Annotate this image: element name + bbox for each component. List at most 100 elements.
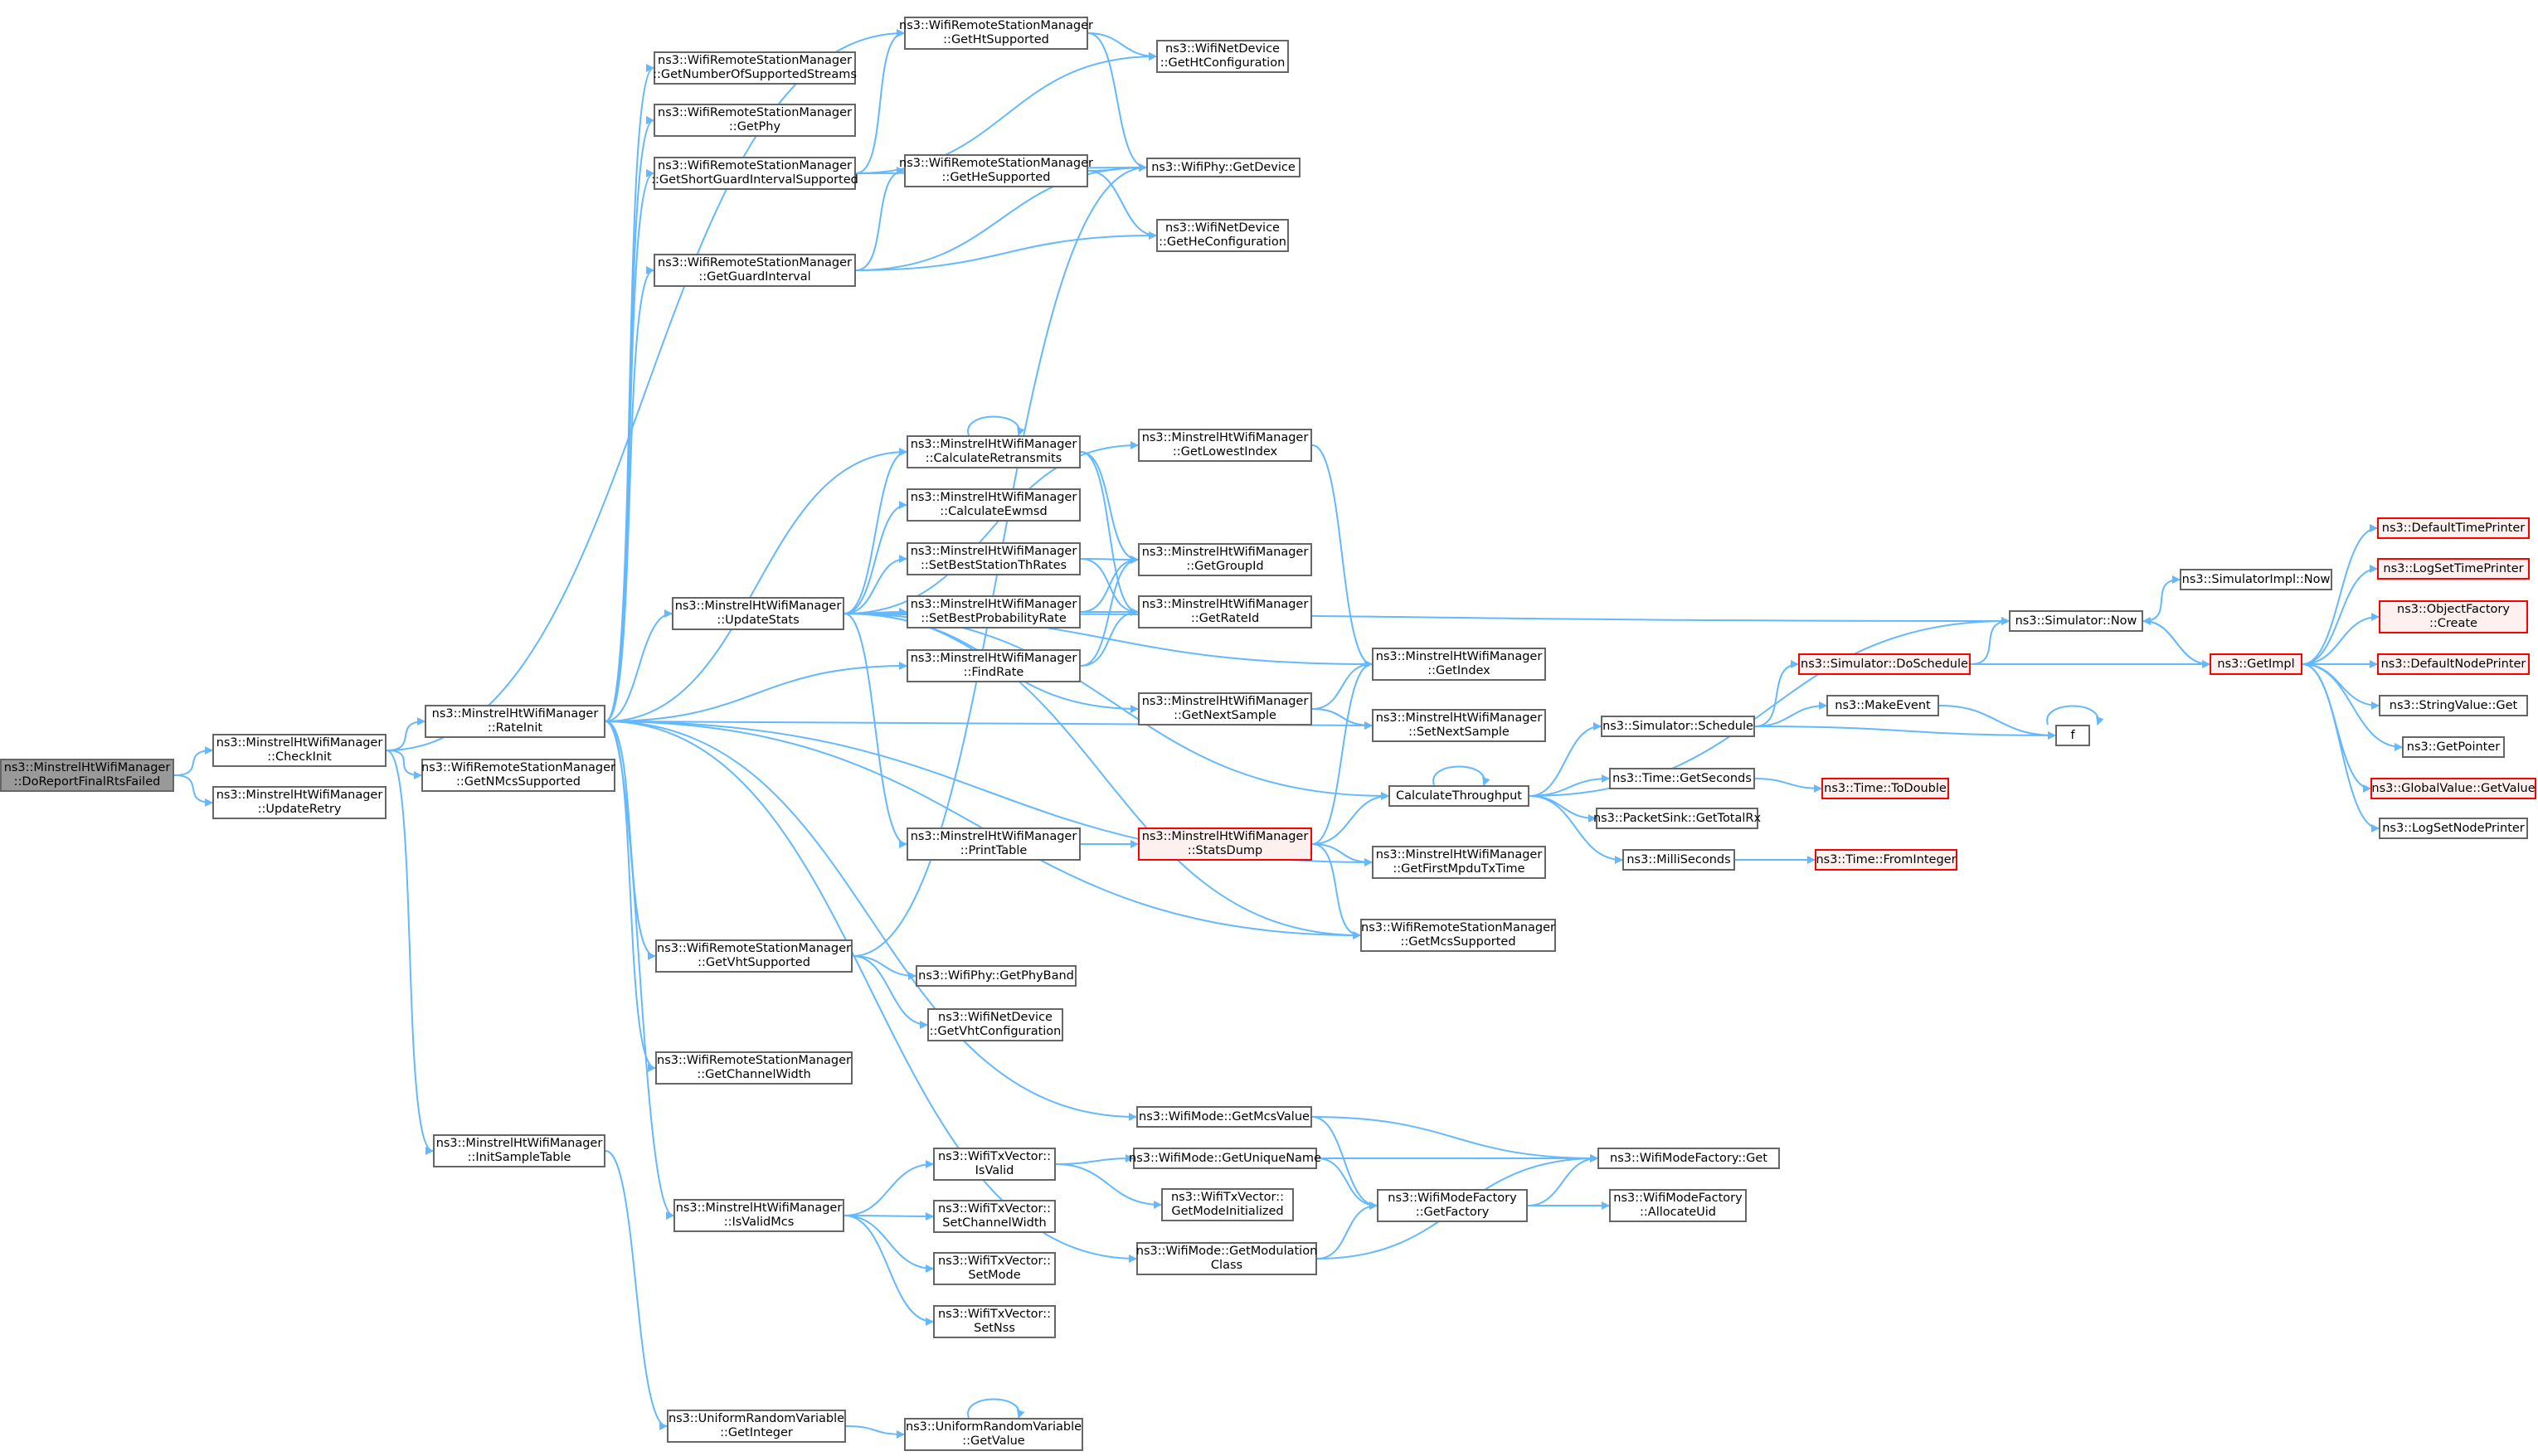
node-objfactorycreate[interactable]: ns3::ObjectFactory::Create: [2379, 600, 2528, 633]
node-getfactory[interactable]: ns3::WifiModeFactory::GetFactory: [1377, 1189, 1528, 1222]
node-label-line: ns3::MinstrelHtWifiManager: [910, 491, 1077, 504]
node-getchanwidth[interactable]: ns3::WifiRemoteStationManager::GetChanne…: [655, 1051, 853, 1085]
edge-getguard-to-wifiphydev: [855, 163, 1147, 271]
node-label-line: ns3::Simulator::Now: [2015, 614, 2137, 628]
edge-rateinit-to-getmcsvalue: [605, 721, 1137, 1121]
node-gethtsup[interactable]: ns3::WifiRemoteStationManager::GetHtSupp…: [899, 17, 1093, 50]
node-simnow[interactable]: ns3::Simulator::Now: [2009, 610, 2143, 632]
node-label-line: ::GetPhy: [728, 120, 781, 133]
node-makeevent[interactable]: ns3::MakeEvent: [1826, 695, 1939, 716]
node-getmcssup[interactable]: ns3::WifiRemoteStationManager::GetMcsSup…: [1360, 919, 1556, 952]
node-logsettimeprinter[interactable]: ns3::LogSetTimePrinter: [2377, 558, 2530, 580]
node-calcewmsd[interactable]: ns3::MinstrelHtWifiManager::CalculateEwm…: [907, 488, 1081, 522]
node-label-line: ns3::MinstrelHtWifiManager: [910, 652, 1077, 665]
node-updatestats[interactable]: ns3::MinstrelHtWifiManager::UpdateStats: [672, 597, 844, 630]
node-getvhtconf[interactable]: ns3::WifiNetDevice::GetVhtConfiguration: [927, 1008, 1063, 1041]
node-label-line: ns3::Time::ToDouble: [1824, 781, 1947, 795]
node-globalvalueget[interactable]: ns3::GlobalValue::GetValue: [2370, 778, 2536, 799]
node-getnumstreams[interactable]: ns3::WifiRemoteStationManager::GetNumber…: [653, 51, 857, 85]
node-getfirstmpdu[interactable]: ns3::MinstrelHtWifiManager::GetFirstMpdu…: [1372, 846, 1546, 879]
node-checkinit[interactable]: ns3::MinstrelHtWifiManager::CheckInit: [212, 734, 387, 767]
node-getmodinit[interactable]: ns3::WifiTxVector::GetModeInitialized: [1161, 1188, 1294, 1221]
node-label-line: ns3::WifiRemoteStationManager: [658, 256, 852, 269]
node-label-line: SetMode: [968, 1269, 1021, 1282]
node-deftimeprinter[interactable]: ns3::DefaultTimePrinter: [2377, 517, 2530, 539]
node-label-line: ns3::StringValue::Get: [2389, 698, 2518, 712]
node-getphy[interactable]: ns3::WifiRemoteStationManager::GetPhy: [654, 104, 856, 137]
node-simschedule[interactable]: ns3::Simulator::Schedule: [1601, 716, 1755, 737]
node-f[interactable]: f: [2055, 725, 2090, 746]
node-millisec[interactable]: ns3::MilliSeconds: [1622, 849, 1735, 871]
node-label-line: ns3::LogSetTimePrinter: [2383, 561, 2524, 575]
node-txvsetnss[interactable]: ns3::WifiTxVector::SetNss: [933, 1305, 1056, 1338]
node-timefromint[interactable]: ns3::Time::FromInteger: [1815, 849, 1957, 871]
node-getpointer[interactable]: ns3::GetPointer: [2402, 736, 2505, 758]
node-getsgi[interactable]: ns3::WifiRemoteStationManager::GetShortG…: [651, 157, 858, 190]
node-gethtconf[interactable]: ns3::WifiNetDevice::GetHtConfiguration: [1156, 40, 1289, 73]
node-factoryget[interactable]: ns3::WifiModeFactory::Get: [1597, 1148, 1780, 1169]
edge-checkinit-to-getnmcs: [386, 750, 422, 779]
node-getgroupid[interactable]: ns3::MinstrelHtWifiManager::GetGroupId: [1138, 543, 1312, 576]
node-calcthroughput[interactable]: CalculateThroughput: [1388, 785, 1529, 807]
edge-getsgi-to-gethtsup: [855, 29, 905, 174]
node-printtable[interactable]: ns3::MinstrelHtWifiManager::PrintTable: [907, 827, 1081, 861]
node-getnextsample[interactable]: ns3::MinstrelHtWifiManager::GetNextSampl…: [1138, 692, 1312, 726]
node-label-line: ns3::WifiRemoteStationManager: [899, 19, 1093, 32]
node-calcretrans[interactable]: ns3::MinstrelHtWifiManager::CalculateRet…: [907, 435, 1081, 468]
node-getmcsvalue[interactable]: ns3::WifiMode::GetMcsValue: [1136, 1106, 1312, 1128]
node-setbestprob[interactable]: ns3::MinstrelHtWifiManager::SetBestProba…: [907, 595, 1081, 629]
node-setbestth[interactable]: ns3::MinstrelHtWifiManager::SetBestStati…: [907, 542, 1081, 575]
node-initsample[interactable]: ns3::MinstrelHtWifiManager::InitSampleTa…: [433, 1134, 605, 1167]
node-getheconf[interactable]: ns3::WifiNetDevice::GetHeConfiguration: [1156, 219, 1289, 252]
node-getnmcs[interactable]: ns3::WifiRemoteStationManager::GetNMcsSu…: [421, 759, 615, 792]
edge-getmodclass-to-getfactory: [1316, 1201, 1378, 1259]
node-allocuid[interactable]: ns3::WifiModeFactory::AllocateUid: [1609, 1189, 1747, 1222]
node-getlowest[interactable]: ns3::MinstrelHtWifiManager::GetLowestInd…: [1138, 429, 1312, 462]
node-label-line: ::GetFirstMpduTxTime: [1393, 862, 1525, 876]
node-setnextsample[interactable]: ns3::MinstrelHtWifiManager::SetNextSampl…: [1372, 709, 1546, 742]
node-getphyband[interactable]: ns3::WifiPhy::GetPhyBand: [916, 965, 1077, 987]
node-statsdump[interactable]: ns3::MinstrelHtWifiManager::StatsDump: [1138, 827, 1312, 861]
node-getimpl[interactable]: ns3::GetImpl: [2210, 653, 2302, 675]
node-urvgetint[interactable]: ns3::UniformRandomVariable::GetInteger: [667, 1410, 846, 1443]
node-logsetnodeprinter[interactable]: ns3::LogSetNodePrinter: [2379, 818, 2528, 839]
node-label-line: ns3::WifiRemoteStationManager: [658, 106, 852, 119]
node-findrate[interactable]: ns3::MinstrelHtWifiManager::FindRate: [907, 649, 1081, 682]
node-txvisvalid[interactable]: ns3::WifiTxVector::IsValid: [933, 1148, 1056, 1181]
node-getindex[interactable]: ns3::MinstrelHtWifiManager::GetIndex: [1372, 648, 1546, 681]
node-rateinit[interactable]: ns3::MinstrelHtWifiManager::RateInit: [425, 705, 605, 738]
edge-initsample-to-urvgetint: [605, 1150, 668, 1430]
node-stringvalueget[interactable]: ns3::StringValue::Get: [2379, 695, 2528, 716]
node-timetodouble[interactable]: ns3::Time::ToDouble: [1821, 778, 1949, 799]
node-label-line: ::GetLowestIndex: [1172, 445, 1278, 459]
node-getrateid[interactable]: ns3::MinstrelHtWifiManager::GetRateId: [1138, 595, 1312, 629]
node-getuniquename[interactable]: ns3::WifiMode::GetUniqueName: [1129, 1148, 1321, 1169]
node-wifiphydev[interactable]: ns3::WifiPhy::GetDevice: [1146, 158, 1301, 177]
node-gethesup[interactable]: ns3::WifiRemoteStationManager::GetHeSupp…: [899, 154, 1093, 187]
node-label-line: ns3::ObjectFactory: [2397, 603, 2510, 616]
node-label-line: ns3::GetImpl: [2217, 657, 2295, 671]
node-timegetsec[interactable]: ns3::Time::GetSeconds: [1609, 768, 1755, 789]
node-updateretry[interactable]: ns3::MinstrelHtWifiManager::UpdateRetry: [212, 786, 387, 819]
node-label-line: ::PrintTable: [960, 844, 1028, 857]
node-label-line: ns3::DefaultTimePrinter: [2381, 521, 2526, 535]
edge-ismcsvalid-to-txvsetnss: [844, 1215, 934, 1326]
node-txvsetmode[interactable]: ns3::WifiTxVector::SetMode: [933, 1252, 1056, 1285]
edge-updatestats-to-getlowest: [844, 441, 1139, 614]
edge-ismcsvalid-to-txvisvalid: [844, 1160, 934, 1216]
node-getguard[interactable]: ns3::WifiRemoteStationManager::GetGuardI…: [654, 254, 856, 287]
edge-ismcsvalid-to-txvsetmode: [844, 1215, 934, 1273]
node-defnodeprinter[interactable]: ns3::DefaultNodePrinter: [2377, 653, 2530, 675]
node-packetsink[interactable]: ns3::PacketSink::GetTotalRx: [1593, 808, 1761, 829]
node-simdoschedule[interactable]: ns3::Simulator::DoSchedule: [1798, 653, 1971, 675]
edge-getimpl-to-simnow: [2142, 617, 2210, 665]
node-urvgetval[interactable]: ns3::UniformRandomVariable::GetValue: [904, 1418, 1083, 1451]
node-label-line: ns3::MinstrelHtWifiManager: [1375, 711, 1543, 725]
node-label-line: ::GetMcsSupported: [1400, 935, 1516, 949]
node-ismcsvalid[interactable]: ns3::MinstrelHtWifiManager::IsValidMcs: [673, 1199, 844, 1232]
node-getvhtsup[interactable]: ns3::WifiRemoteStationManager::GetVhtSup…: [655, 939, 853, 973]
node-label-line: ns3::WifiPhy::GetDevice: [1151, 160, 1296, 174]
node-simimplnow[interactable]: ns3::SimulatorImpl::Now: [2180, 569, 2332, 590]
node-txvsetchan[interactable]: ns3::WifiTxVector::SetChannelWidth: [933, 1200, 1056, 1233]
